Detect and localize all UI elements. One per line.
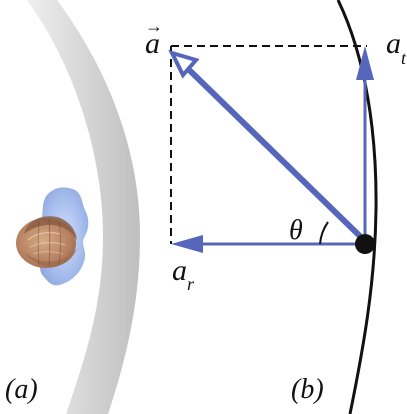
a-r-label-sub: r xyxy=(187,274,195,294)
contact-point xyxy=(355,234,375,254)
vector-a-arrow-label: → xyxy=(145,16,163,36)
tangential-acceleration-arrowhead xyxy=(356,46,374,80)
radial-acceleration-arrowhead xyxy=(171,235,203,253)
rider-head xyxy=(16,216,77,268)
dashed-component-lines xyxy=(170,45,367,244)
theta-label: θ xyxy=(289,215,303,246)
theta-angle-arc xyxy=(319,221,329,245)
acceleration-vector xyxy=(177,58,370,246)
a-t-label-main: a xyxy=(386,27,401,60)
circular-path xyxy=(336,0,378,414)
acceleration-vector-head xyxy=(168,49,200,79)
curved-track-band xyxy=(27,0,140,414)
panel-a-label: (a) xyxy=(5,374,38,405)
a-t-label-sub: t xyxy=(401,48,407,68)
a-r-label-main: a xyxy=(172,254,187,287)
vector-a-label: a xyxy=(145,27,160,60)
panel-b-label: (b) xyxy=(291,374,324,405)
